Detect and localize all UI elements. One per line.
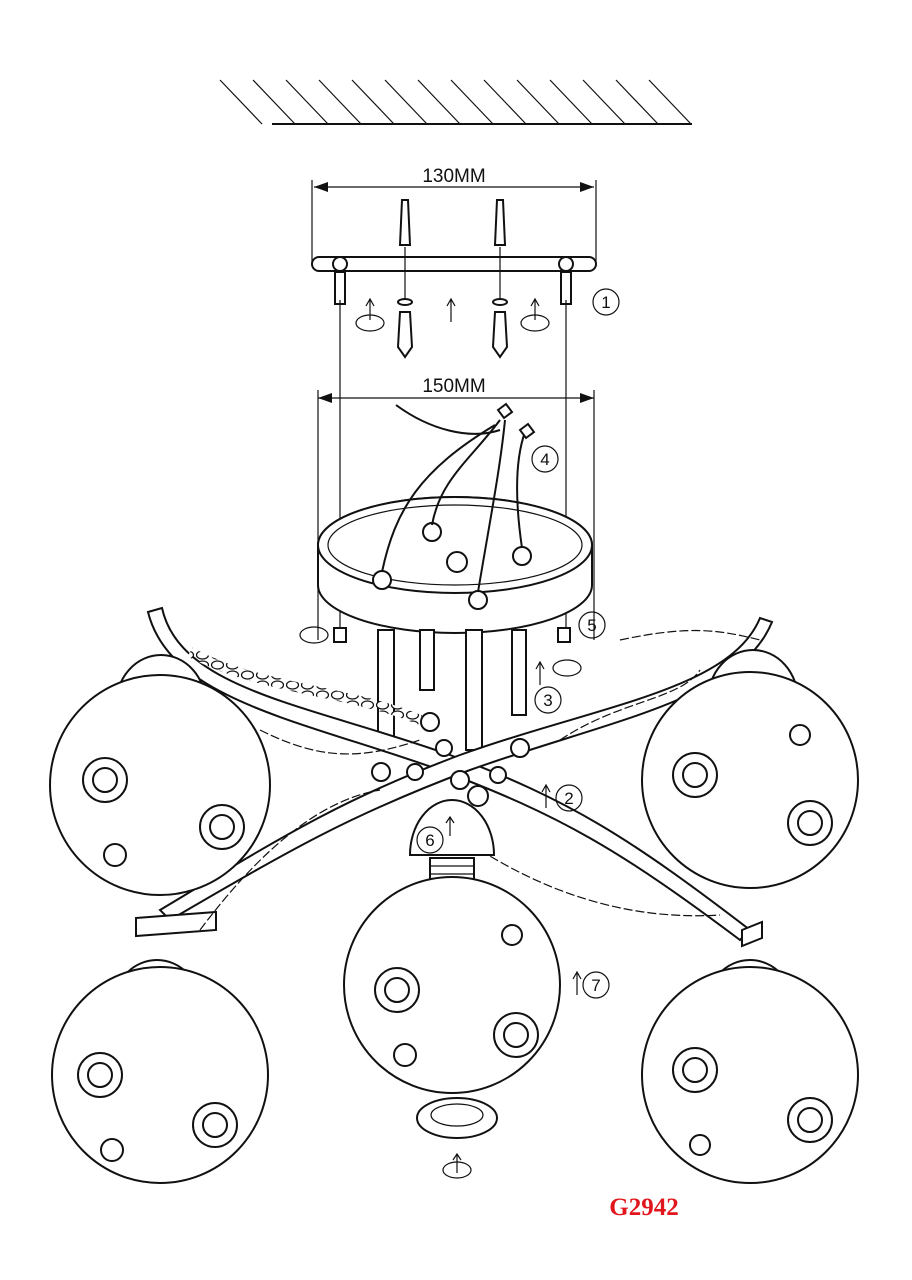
dimension-150mm-label: 150MM (422, 376, 485, 397)
hatch-line (318, 79, 362, 125)
step-7-label: 7 (591, 976, 600, 995)
globe-top-left (49, 654, 271, 896)
hatch-line (582, 79, 626, 125)
step-markers: 1 2 3 4 5 6 7 (299, 288, 620, 999)
step-3-marker: 3 (534, 660, 562, 714)
step-4-marker: 4 (531, 445, 559, 473)
globe-bottom-right (641, 959, 859, 1184)
hatch-line (549, 79, 593, 125)
canopy-dimension (317, 300, 595, 640)
hatch-line (450, 79, 494, 125)
step-5-label: 5 (587, 616, 596, 635)
hatch-line (483, 79, 527, 125)
canopy (317, 402, 593, 634)
hatch-line (285, 79, 329, 125)
tubes (333, 627, 571, 751)
hatch-line (417, 79, 461, 125)
step-3-label: 3 (543, 691, 552, 710)
globe-center (343, 799, 561, 1094)
arms (135, 606, 774, 948)
mounting-bracket (311, 180, 597, 359)
step-1-marker: 1 (592, 288, 620, 316)
step-7-marker: 7 (572, 970, 610, 999)
dimension-130mm-label: 130MM (422, 166, 485, 187)
ceiling-hatch (219, 79, 692, 125)
step-6-marker: 6 (416, 815, 455, 854)
hatch-line (351, 79, 395, 125)
step-6-label: 6 (425, 831, 434, 850)
step-4-label: 4 (540, 450, 549, 469)
model-code-label: G2942 (609, 1194, 678, 1221)
bottom-ring (416, 1097, 498, 1179)
hatch-line (384, 79, 428, 125)
step-5-marker: 5 (299, 611, 606, 677)
hatch-line (615, 79, 659, 125)
hatch-line (219, 79, 263, 125)
step-2-label: 2 (564, 789, 573, 808)
hatch-line (252, 79, 296, 125)
globe-bottom-left (51, 959, 269, 1184)
hatch-line (516, 79, 560, 125)
hatch-line (648, 79, 692, 125)
step-2-marker: 2 (541, 783, 583, 812)
step-1-label: 1 (601, 293, 610, 312)
globe-top-right (641, 649, 859, 889)
